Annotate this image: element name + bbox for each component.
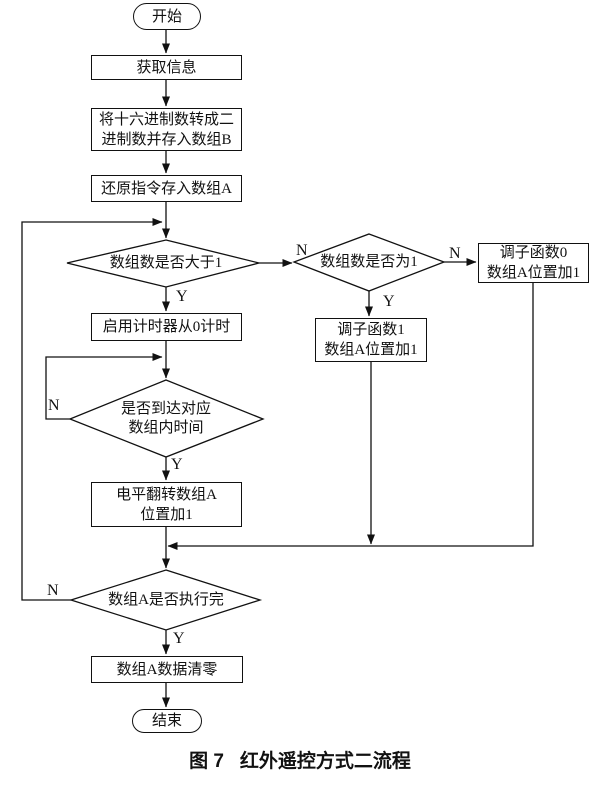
process-clear-array-a-label: 数组A数据清零 [116,661,218,678]
branch-label-no-decision1: N [296,242,308,259]
process-start-timer: 启用计时器从0计时 [91,313,242,341]
branch-label-yes-decision1: Y [176,288,188,305]
process-call-sub1: 调子函数1 数组A位置加1 [315,318,427,362]
decision-time-reached-shape [68,379,265,458]
process-level-flip-line2: 位置加1 [140,506,193,523]
process-level-flip: 电平翻转数组A 位置加1 [91,482,242,527]
figure-caption: 图 7 红外遥控方式二流程 [0,746,600,773]
process-call-sub0: 调子函数0 数组A位置加1 [478,243,589,283]
process-level-flip-line1: 电平翻转数组A [116,486,217,503]
process-restore-instructions-label: 还原指令存入数组A [101,180,232,197]
decision-array-count-eq-1-shape [292,233,446,292]
connector-decision4-no-loop [21,218,163,601]
decision-array-count-gt-1-shape [66,239,260,288]
process-clear-array-a: 数组A数据清零 [91,656,243,683]
process-restore-instructions: 还原指令存入数组A [91,175,242,202]
branch-label-yes-decision3: Y [171,456,183,473]
end-label: 结束 [151,713,182,729]
decision-time-reached-text: 是否到达对应 数组内时间 [120,401,211,436]
connector-decision3-no-loop [45,353,163,420]
branch-label-no-decision2: N [449,245,461,262]
figure-number: 图 7 [189,751,224,772]
decision-array-a-done-text: 数组A是否执行完 [108,591,224,608]
start-label: 开始 [151,8,182,25]
process-hex-to-binary-line1: 将十六进制数转成二 [98,111,234,128]
process-get-info-label: 获取信息 [136,59,197,76]
process-get-info: 获取信息 [91,55,242,80]
process-hex-to-binary-line2: 进制数并存入数组B [101,131,232,148]
process-call-sub0-line1: 调子函数0 [499,245,568,261]
branch-label-yes-decision2: Y [383,293,395,310]
process-hex-to-binary: 将十六进制数转成二 进制数并存入数组B [91,108,242,151]
process-call-sub1-line2: 数组A位置加1 [324,342,418,358]
decision-array-a-done-shape [68,569,263,631]
process-call-sub0-line2: 数组A位置加1 [486,265,581,281]
branch-label-yes-decision4: Y [173,630,185,647]
branch-label-no-decision4: N [47,582,59,599]
decision-array-count-gt-1-text: 数组数是否大于1 [109,254,223,271]
end-terminal: 结束 [132,709,202,733]
process-start-timer-label: 启用计时器从0计时 [102,319,231,335]
connector-sub0-to-merge [167,283,534,550]
figure-title: 红外遥控方式二流程 [239,751,411,772]
branch-label-no-decision3: N [48,397,60,414]
start-terminal: 开始 [133,3,201,30]
process-call-sub1-line1: 调子函数1 [337,322,405,338]
decision-array-count-eq-1-text: 数组数是否为1 [320,253,418,270]
